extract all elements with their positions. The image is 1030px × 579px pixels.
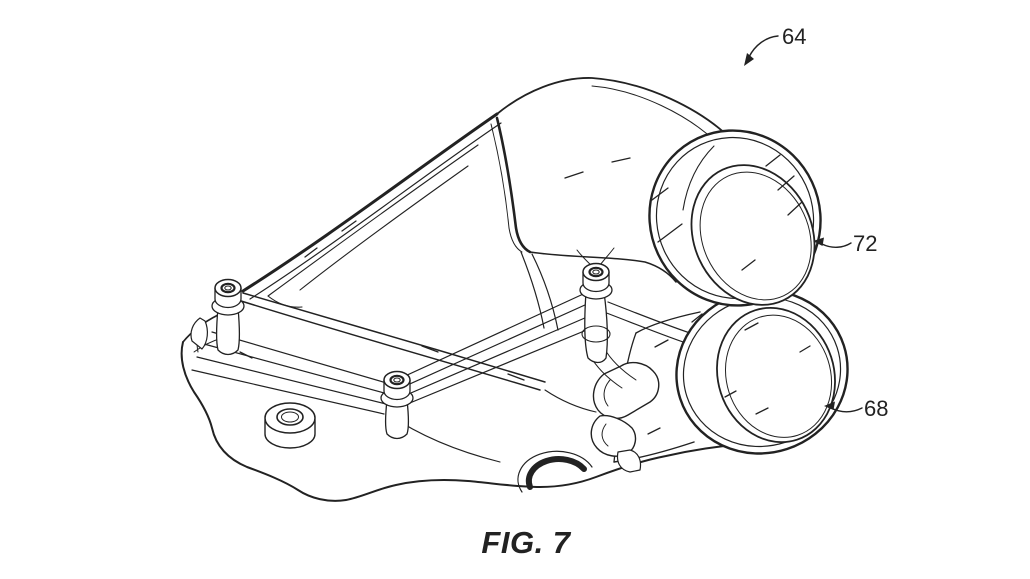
label-72-number: 72	[853, 231, 877, 256]
lower-ring-opening	[716, 306, 836, 444]
wedge-face-lines	[267, 144, 479, 308]
shading-dashes	[239, 154, 811, 435]
bolt-socket-hole	[224, 285, 232, 291]
upper-ring-inner-group	[690, 164, 816, 306]
bolt-collar	[581, 325, 611, 343]
lower-ring-inner-group	[716, 306, 836, 444]
mount-boss	[264, 402, 316, 449]
label-68-number: 68	[864, 396, 888, 421]
label-64-leader	[748, 35, 779, 58]
wedge-valley-connector	[520, 251, 559, 331]
elbow-underside-edge	[529, 251, 677, 283]
clamp-bracket	[576, 247, 660, 473]
left-bracket-tab	[190, 317, 208, 350]
base-detail-lines	[387, 389, 597, 463]
bolt-socket-hole	[592, 269, 600, 275]
label-72-leader	[821, 242, 852, 248]
figure-caption: FIG. 7	[481, 525, 571, 560]
upper-ring-opening-inner	[699, 171, 812, 301]
boss-top-face	[264, 402, 316, 434]
flange-gasket-lines	[191, 289, 697, 415]
clamp-foot	[616, 449, 642, 473]
label-68-arrowhead	[824, 401, 835, 410]
bolt-head-top	[383, 370, 411, 390]
label-72: 72	[813, 231, 877, 256]
bolt-stud	[384, 399, 410, 440]
bolt-stud	[215, 307, 241, 356]
base-housing	[180, 289, 745, 502]
label-72-arrowhead	[813, 237, 824, 246]
scoop-wedge	[241, 112, 559, 331]
bolt-front-center	[380, 370, 414, 440]
clamp-detail-lines	[576, 247, 637, 447]
clamp-upper-jaw	[592, 361, 660, 420]
bolt-socket	[220, 282, 236, 294]
bolt-front-left	[211, 278, 245, 356]
label-68: 68	[824, 396, 888, 421]
cover-seam	[237, 292, 546, 391]
boss-hole-outer	[276, 408, 304, 426]
bottom-port-dark-arc	[525, 456, 587, 490]
dome-outline	[496, 77, 729, 137]
reference-labels: 64 72 68	[744, 24, 888, 421]
bolt-socket-hole	[393, 377, 401, 383]
boss-hole-inner	[281, 411, 299, 423]
wedge-top-edge	[241, 112, 499, 293]
bolt-mid-right	[579, 262, 613, 364]
wedge-right-edge	[495, 116, 532, 254]
bolt-socket	[588, 266, 604, 278]
label-64: 64	[744, 24, 806, 66]
dome-inner-line	[591, 85, 715, 141]
wedge-right-edge-inner	[490, 123, 523, 253]
wedge-top-edge-inner	[249, 122, 502, 300]
label-64-arrowhead	[744, 53, 754, 66]
upper-ring-opening	[690, 164, 816, 306]
upper-outlet-port	[648, 129, 822, 307]
lower-ring-opening-inner	[724, 314, 833, 438]
bolt-stud	[584, 291, 608, 364]
bolt-head-top	[214, 278, 242, 298]
elbow-duct	[496, 77, 729, 283]
bottom-port-outline	[517, 450, 593, 493]
bolt-head-top	[582, 262, 610, 282]
base-bottom-outline	[180, 341, 745, 502]
lower-tube-top-edge	[635, 311, 701, 334]
bolt-socket	[389, 374, 405, 386]
upper-ring-body-crease	[682, 145, 715, 211]
label-64-number: 64	[782, 24, 806, 49]
